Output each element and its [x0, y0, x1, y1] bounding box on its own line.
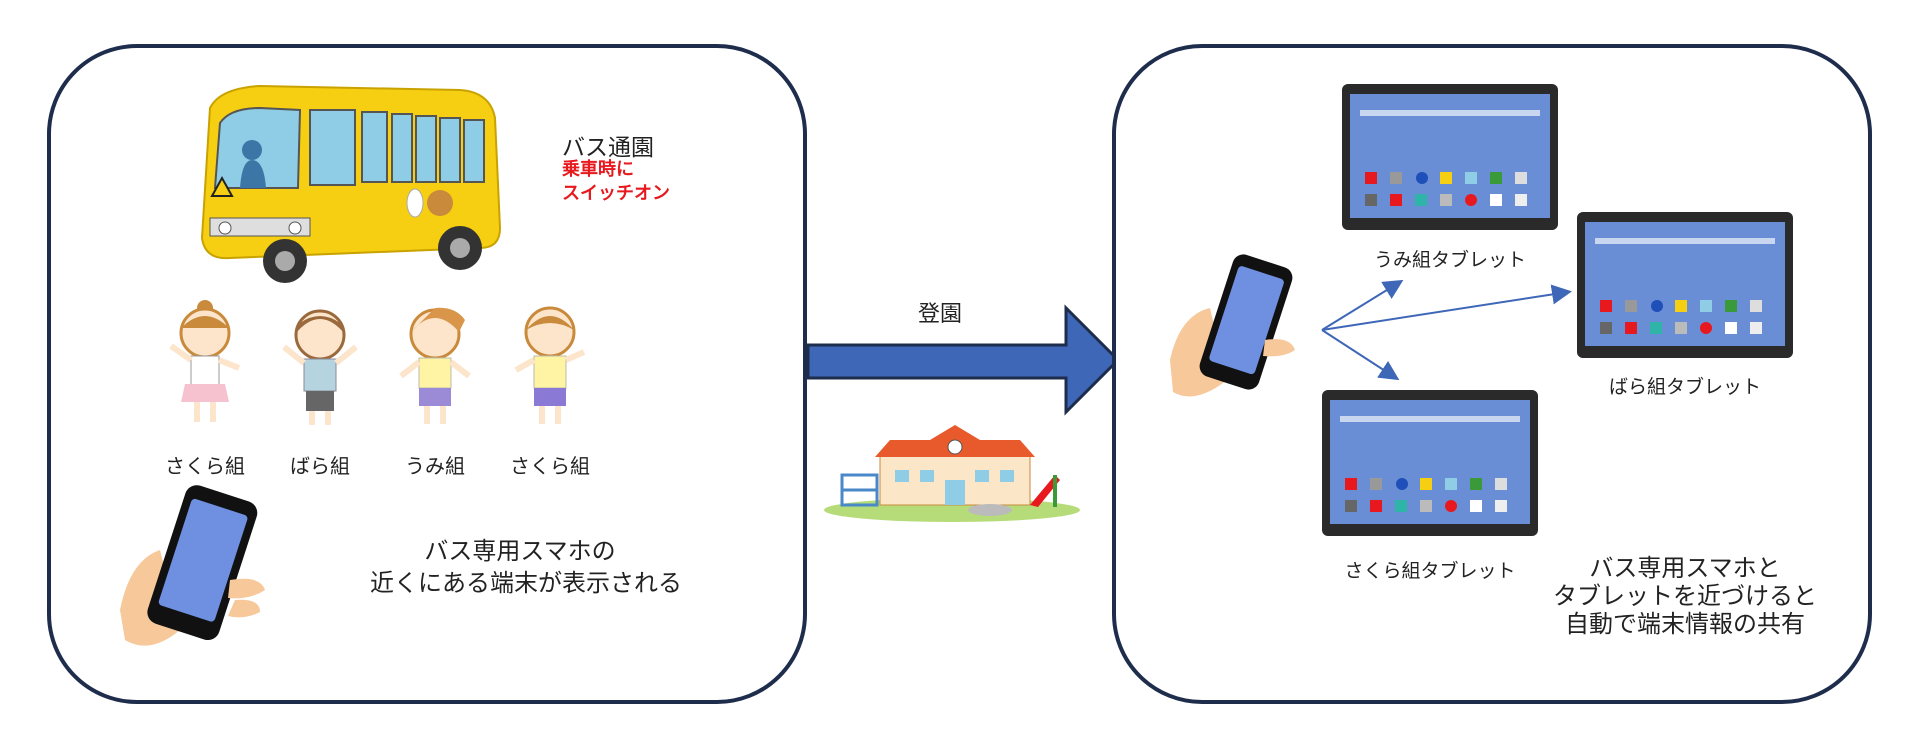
kindergarten-illustration: [824, 425, 1080, 522]
kid-figure-4: [514, 306, 586, 424]
tablet-label: うみ組タブレット: [1373, 249, 1526, 271]
kid-label: さくら組: [510, 454, 590, 478]
kid-label: さくら組: [165, 454, 245, 478]
tablet-sakura: [1322, 390, 1538, 536]
left-caption-line2: 近くにある端末が表示される: [370, 569, 682, 597]
tablet-label: ばら組タブレット: [1608, 376, 1761, 398]
bus-title: バス通園: [562, 135, 654, 161]
arrow-label: 登園: [918, 302, 963, 327]
hand-phone-icon: [1170, 254, 1295, 397]
left-caption-line1: バス専用スマホの: [424, 537, 616, 565]
bus-illustration: [200, 84, 502, 283]
hand-phone-icon: [120, 485, 265, 646]
right-caption-line2: タブレットを近づけると: [1553, 582, 1817, 610]
flow-arrow: [806, 304, 1121, 416]
connection-arrows: [1321, 279, 1572, 381]
bus-subtitle-line1: 乗車時に: [562, 159, 634, 180]
tablet-label: さくら組タブレット: [1344, 560, 1516, 582]
tablet-bara: [1577, 212, 1793, 358]
tablet-umi: [1342, 84, 1558, 230]
right-caption-line3: 自動で端末情報の共有: [1565, 610, 1805, 638]
bus-subtitle-line2: スイッチオン: [562, 183, 670, 204]
kid-label: うみ組: [405, 454, 465, 478]
kid-figure-1: [169, 300, 241, 422]
right-caption-line1: バス専用スマホと: [1589, 554, 1781, 582]
kid-figure-3: [399, 307, 471, 424]
kid-label: ばら組: [290, 454, 350, 478]
kid-figure-2: [282, 309, 358, 425]
